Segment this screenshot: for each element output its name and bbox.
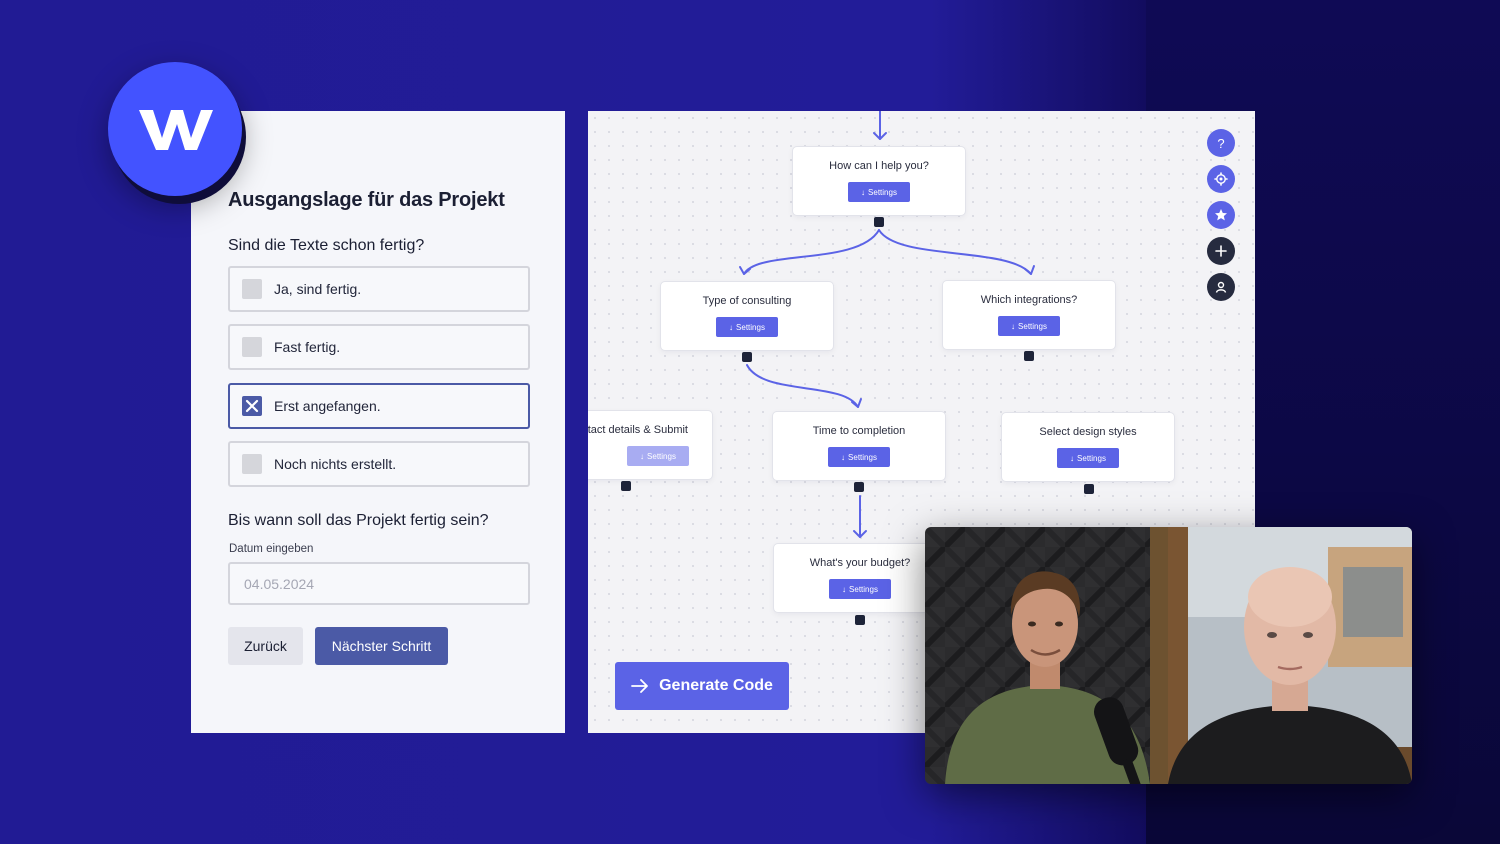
participant-1-image xyxy=(925,527,1168,784)
arrowhead-integrations xyxy=(1024,265,1035,275)
settings-label: Settings xyxy=(736,322,765,332)
form-title: Ausgangslage für das Projekt xyxy=(228,189,505,211)
connector-help-integrations xyxy=(878,229,1032,275)
arrowhead-consulting xyxy=(739,266,751,275)
option-ja-sind-fertig[interactable]: Ja, sind fertig. xyxy=(228,266,530,312)
help-button[interactable]: ? xyxy=(1207,129,1235,157)
settings-label: Settings xyxy=(849,584,878,594)
connector-help-consulting xyxy=(743,229,880,275)
question-texts-ready: Sind die Texte schon fertig? xyxy=(228,237,425,254)
help-icon: ? xyxy=(1217,136,1224,150)
option-label: Erst angefangen. xyxy=(274,398,381,414)
node-contact-details-submit[interactable]: tact details & Submit ↓Settings xyxy=(588,410,713,480)
video-call-overlay xyxy=(925,527,1412,784)
back-button[interactable]: Zurück xyxy=(228,627,303,665)
node-how-can-i-help[interactable]: How can I help you? ↓Settings xyxy=(792,146,966,216)
webflow-logo-icon xyxy=(108,62,242,196)
plus-icon xyxy=(1215,245,1227,257)
settings-label: Settings xyxy=(848,452,877,462)
generate-code-label: Generate Code xyxy=(659,677,773,694)
svg-text:?: ? xyxy=(1217,136,1224,150)
node-settings-button[interactable]: ↓Settings xyxy=(848,182,910,202)
node-whats-your-budget[interactable]: What's your budget? ↓Settings xyxy=(773,543,947,613)
arrow-down-icon: ↓ xyxy=(1070,453,1075,463)
node-type-of-consulting[interactable]: Type of consulting ↓Settings xyxy=(660,281,834,351)
participant-2-video xyxy=(1168,527,1412,784)
checkbox[interactable] xyxy=(242,279,262,299)
checkbox[interactable] xyxy=(242,454,262,474)
generate-code-button[interactable]: Generate Code xyxy=(615,662,789,710)
node-title: tact details & Submit xyxy=(588,424,688,436)
option-fast-fertig[interactable]: Fast fertig. xyxy=(228,324,530,370)
node-connector-handle[interactable] xyxy=(855,615,865,625)
option-label: Noch nichts erstellt. xyxy=(274,456,397,472)
project-form-panel: Ausgangslage für das Projekt Sind die Te… xyxy=(191,111,565,733)
node-connector-handle[interactable] xyxy=(1084,484,1094,494)
x-mark-icon xyxy=(245,399,259,413)
settings-icon xyxy=(1214,172,1228,186)
node-title: Which integrations? xyxy=(980,294,1078,306)
arrowhead-time xyxy=(851,398,862,408)
connector-consulting-time xyxy=(746,364,859,408)
node-settings-button[interactable]: ↓Settings xyxy=(627,446,689,466)
node-which-integrations[interactable]: Which integrations? ↓Settings xyxy=(942,280,1116,350)
node-title: What's your budget? xyxy=(809,557,911,569)
settings-label: Settings xyxy=(647,451,676,461)
arrowhead-budget xyxy=(853,530,867,538)
node-settings-button[interactable]: ↓Settings xyxy=(829,579,891,599)
arrow-right-icon xyxy=(631,679,648,693)
option-label: Fast fertig. xyxy=(274,339,341,355)
node-connector-handle[interactable] xyxy=(742,352,752,362)
participant-1-video xyxy=(925,527,1168,784)
node-title: Select design styles xyxy=(1039,426,1137,438)
checkbox[interactable] xyxy=(242,337,262,357)
node-connector-handle[interactable] xyxy=(854,482,864,492)
node-time-to-completion[interactable]: Time to completion ↓Settings xyxy=(772,411,946,481)
node-settings-button[interactable]: ↓Settings xyxy=(716,317,778,337)
settings-label: Settings xyxy=(1018,321,1047,331)
user-icon xyxy=(1215,281,1227,293)
add-button[interactable] xyxy=(1207,237,1235,265)
arrow-down-icon: ↓ xyxy=(841,452,846,462)
node-connector-handle[interactable] xyxy=(621,481,631,491)
node-settings-button[interactable]: ↓Settings xyxy=(998,316,1060,336)
node-connector-handle[interactable] xyxy=(1024,351,1034,361)
arrow-down-icon: ↓ xyxy=(861,187,866,197)
next-step-button[interactable]: Nächster Schritt xyxy=(315,627,448,665)
node-connector-handle[interactable] xyxy=(874,217,884,227)
node-title: Time to completion xyxy=(812,425,906,437)
date-input[interactable] xyxy=(228,562,530,605)
date-label: Datum eingeben xyxy=(229,543,314,555)
node-settings-button[interactable]: ↓Settings xyxy=(828,447,890,467)
arrow-down-icon: ↓ xyxy=(729,322,734,332)
settings-label: Settings xyxy=(1077,453,1106,463)
arrowhead-top xyxy=(873,132,887,140)
arrow-down-icon: ↓ xyxy=(1011,321,1016,331)
checkbox-checked[interactable] xyxy=(242,396,262,416)
node-title: Type of consulting xyxy=(702,295,792,307)
star-icon xyxy=(1215,209,1227,221)
settings-button[interactable] xyxy=(1207,165,1235,193)
flow-connectors xyxy=(739,111,1035,538)
participant-2-image xyxy=(1168,527,1412,784)
node-settings-button[interactable]: ↓Settings xyxy=(1057,448,1119,468)
arrow-down-icon: ↓ xyxy=(842,584,847,594)
node-select-design-styles[interactable]: Select design styles ↓Settings xyxy=(1001,412,1175,482)
option-noch-nichts-erstellt[interactable]: Noch nichts erstellt. xyxy=(228,441,530,487)
question-deadline: Bis wann soll das Projekt fertig sein? xyxy=(228,512,489,529)
arrow-down-icon: ↓ xyxy=(640,451,645,461)
star-button[interactable] xyxy=(1207,201,1235,229)
option-erst-angefangen[interactable]: Erst angefangen. xyxy=(228,383,530,429)
user-button[interactable] xyxy=(1207,273,1235,301)
node-title: How can I help you? xyxy=(829,160,929,172)
option-label: Ja, sind fertig. xyxy=(274,281,362,297)
settings-label: Settings xyxy=(868,187,897,197)
